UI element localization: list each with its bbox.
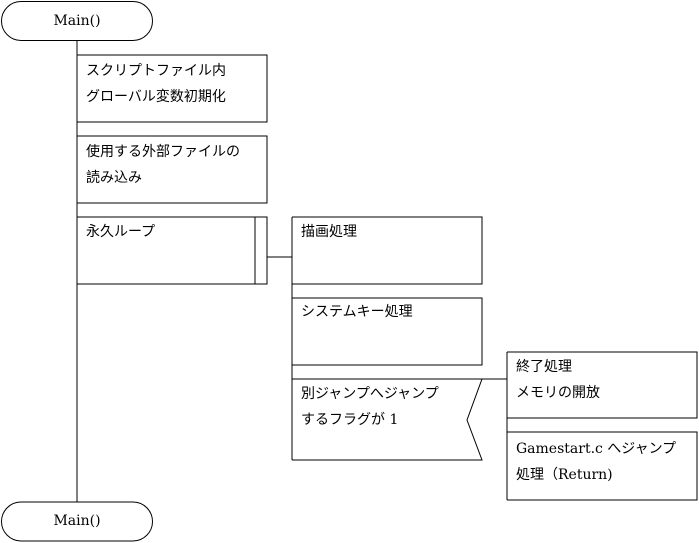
load-label-line2: 読み込み — [86, 170, 142, 186]
jump-label-line1: Gamestart.c へジャンプ — [516, 441, 677, 457]
start-terminal-label: Main() — [53, 13, 101, 29]
exit-label-line2: メモリの開放 — [516, 385, 600, 401]
init-label-line2: グローバル変数初期化 — [86, 89, 226, 105]
end-terminal-label: Main() — [53, 513, 101, 529]
jump-label-line2: 処理（Return) — [516, 467, 613, 483]
load-label-line1: 使用する外部ファイルの — [86, 144, 240, 160]
condition-box — [292, 378, 483, 461]
loop-label: 永久ループ — [86, 224, 156, 240]
jump-box — [507, 431, 698, 501]
syskey-box — [292, 297, 483, 366]
init-box — [77, 54, 268, 123]
loop-box — [77, 216, 268, 285]
condition-label-line2: するフラグが 1 — [301, 412, 399, 428]
condition-label-line1: 別ジャンプへジャンプ — [301, 386, 439, 402]
init-label-line1: スクリプトファイル内 — [86, 63, 226, 79]
load-box — [77, 135, 268, 204]
exit-label-line1: 終了処理 — [516, 359, 572, 375]
start-terminal — [1, 1, 153, 41]
draw-label: 描画処理 — [301, 224, 357, 240]
end-terminal — [1, 501, 153, 542]
draw-box — [292, 216, 483, 285]
syskey-label: システムキー処理 — [301, 304, 413, 320]
exit-box — [507, 351, 698, 419]
